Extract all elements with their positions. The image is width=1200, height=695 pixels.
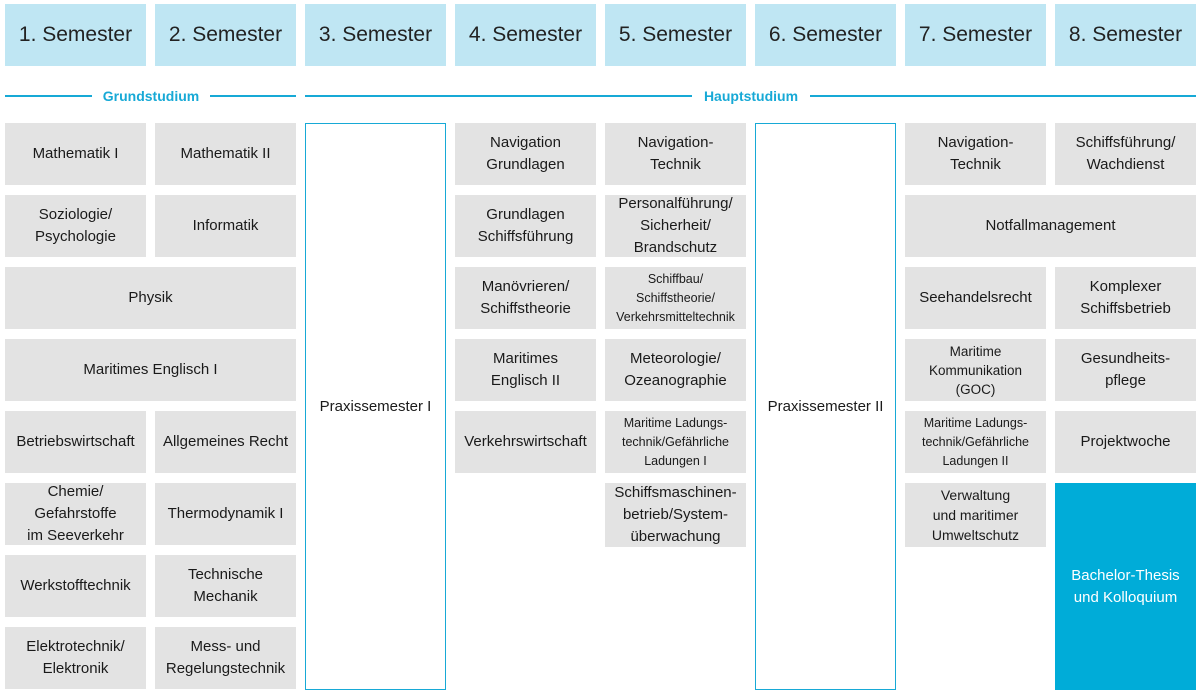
module-schiffbau: Schiffbau/ Schiffstheorie/ Verkehrsmitte… [605, 267, 746, 329]
module-bachelor-thesis: Bachelor-Thesis und Kolloquium [1055, 483, 1196, 690]
module-mathematik-2: Mathematik II [155, 123, 296, 185]
module-manoevrieren: Manövrieren/ Schiffstheorie [455, 267, 596, 329]
grundstudium-label: Grundstudium [92, 86, 210, 106]
module-praxissemester-2: Praxissemester II [755, 123, 896, 690]
semester-header-4: 4. Semester [455, 4, 596, 66]
module-praxissemester-1: Praxissemester I [305, 123, 446, 690]
module-thermodynamik-1: Thermodynamik I [155, 483, 296, 545]
semester-header-7: 7. Semester [905, 4, 1046, 66]
module-chemie-gefahrstoffe: Chemie/ Gefahrstoffe im Seeverkehr [5, 483, 146, 545]
module-meteorologie: Meteorologie/ Ozeanographie [605, 339, 746, 401]
module-verkehrswirtschaft: Verkehrswirtschaft [455, 411, 596, 473]
module-betriebswirtschaft: Betriebswirtschaft [5, 411, 146, 473]
module-verwaltung-umweltschutz: Verwaltung und maritimer Umweltschutz [905, 483, 1046, 547]
semester-header-8: 8. Semester [1055, 4, 1196, 66]
module-soziologie-psychologie: Soziologie/ Psychologie [5, 195, 146, 257]
module-navigation-technik-5: Navigation- Technik [605, 123, 746, 185]
module-maritimes-englisch-2: Maritimes Englisch II [455, 339, 596, 401]
module-navigation-grundlagen: Navigation Grundlagen [455, 123, 596, 185]
module-maritime-kommunikation: Maritime Kommunikation (GOC) [905, 339, 1046, 401]
module-grundlagen-schiffsfuehrung: Grundlagen Schiffsführung [455, 195, 596, 257]
module-schiffsfuehrung-wachdienst: Schiffsführung/ Wachdienst [1055, 123, 1196, 185]
module-mathematik-1: Mathematik I [5, 123, 146, 185]
module-seehandelsrecht: Seehandelsrecht [905, 267, 1046, 329]
semester-header-3: 3. Semester [305, 4, 446, 66]
module-personalfuehrung: Personalführung/ Sicherheit/ Brandschutz [605, 195, 746, 257]
module-ladungstechnik-2: Maritime Ladungs- technik/Gefährliche La… [905, 411, 1046, 473]
module-navigation-technik-7: Navigation- Technik [905, 123, 1046, 185]
semester-header-1: 1. Semester [5, 4, 146, 66]
semester-header-2: 2. Semester [155, 4, 296, 66]
module-notfallmanagement: Notfallmanagement [905, 195, 1196, 257]
module-gesundheitspflege: Gesundheits- pflege [1055, 339, 1196, 401]
semester-header-6: 6. Semester [755, 4, 896, 66]
module-physik: Physik [5, 267, 296, 329]
module-projektwoche: Projektwoche [1055, 411, 1196, 473]
module-technische-mechanik: Technische Mechanik [155, 555, 296, 617]
module-maritimes-englisch-1: Maritimes Englisch I [5, 339, 296, 401]
module-werkstofftechnik: Werkstofftechnik [5, 555, 146, 617]
module-komplexer-schiffsbetrieb: Komplexer Schiffsbetrieb [1055, 267, 1196, 329]
module-allgemeines-recht: Allgemeines Recht [155, 411, 296, 473]
module-mess-regelungstechnik: Mess- und Regelungstechnik [155, 627, 296, 689]
module-schiffsmaschinenbetrieb: Schiffsmaschinen- betrieb/System- überwa… [605, 483, 746, 547]
module-informatik: Informatik [155, 195, 296, 257]
module-elektrotechnik: Elektrotechnik/ Elektronik [5, 627, 146, 689]
hauptstudium-label: Hauptstudium [692, 86, 810, 106]
semester-header-5: 5. Semester [605, 4, 746, 66]
module-ladungstechnik-1: Maritime Ladungs- technik/Gefährliche La… [605, 411, 746, 473]
